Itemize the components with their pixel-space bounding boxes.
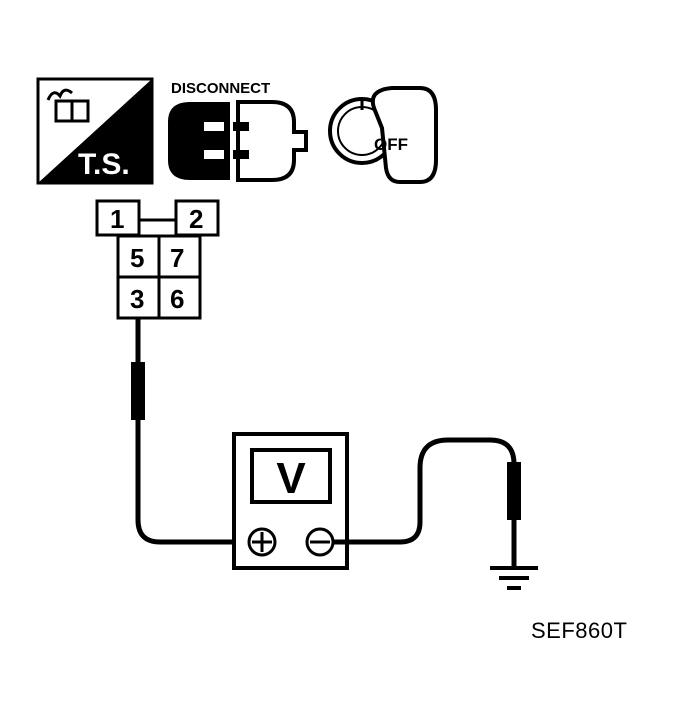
figure-reference-code: SEF860T	[531, 618, 628, 643]
pin-3-label: 3	[130, 284, 144, 314]
negative-test-lead	[333, 437, 521, 566]
pin-2-label: 2	[189, 204, 203, 234]
voltmeter: V	[232, 432, 349, 570]
connector-pins-icon	[46, 88, 90, 123]
pin-1: 1	[95, 199, 141, 237]
positive-terminal-icon	[247, 527, 277, 557]
ignition-key-off-icon: OFF	[328, 86, 438, 184]
pin-5-label: 5	[130, 243, 144, 273]
troubleshooting-icon: T.S.	[36, 77, 154, 185]
pin-2: 2	[174, 199, 220, 237]
ground-icon	[490, 566, 538, 590]
disconnect-icon: DISCONNECT	[168, 80, 308, 182]
ts-label: T.S.	[78, 148, 130, 181]
pin-1-label: 1	[110, 204, 124, 234]
connector-half-right-icon	[236, 100, 308, 182]
voltmeter-label: V	[276, 454, 306, 503]
connector-pinout: 1 2 5 7 3 6	[95, 199, 220, 320]
pin-6-label: 6	[170, 284, 184, 314]
positive-test-lead	[131, 318, 248, 545]
pin-7-label: 7	[170, 243, 184, 273]
disconnect-label: DISCONNECT	[171, 80, 270, 97]
connector-half-left-icon	[168, 102, 230, 180]
key-off-label: OFF	[374, 135, 408, 154]
negative-terminal-icon	[305, 527, 335, 557]
